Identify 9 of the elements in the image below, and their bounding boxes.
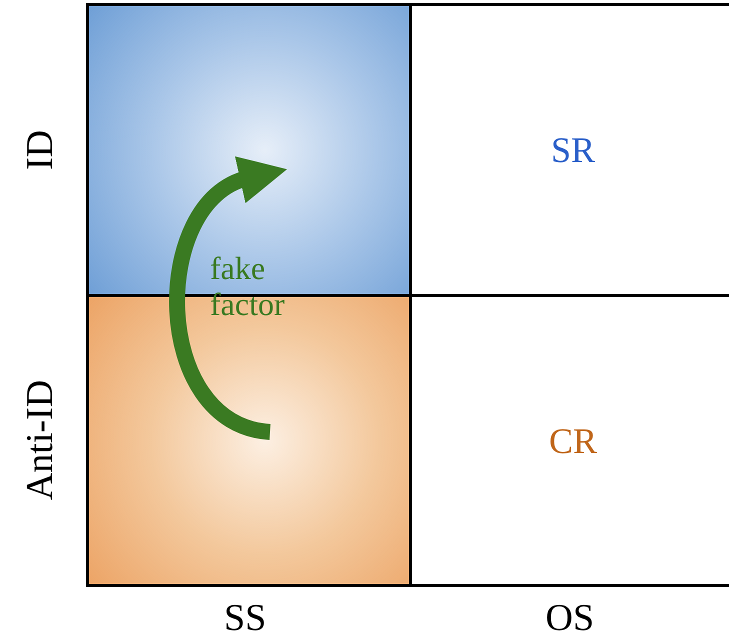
region-label: CR bbox=[548, 420, 598, 462]
axis-label: SS bbox=[224, 596, 266, 640]
axis-label: OS bbox=[546, 596, 594, 640]
edge-label: fake factor bbox=[210, 250, 286, 322]
control-region-cell bbox=[86, 294, 412, 587]
region-label: SR bbox=[550, 129, 596, 171]
curved-arrow bbox=[169, 159, 285, 440]
axis-label: Anti-ID bbox=[18, 380, 62, 500]
axis-label: ID bbox=[18, 130, 62, 170]
